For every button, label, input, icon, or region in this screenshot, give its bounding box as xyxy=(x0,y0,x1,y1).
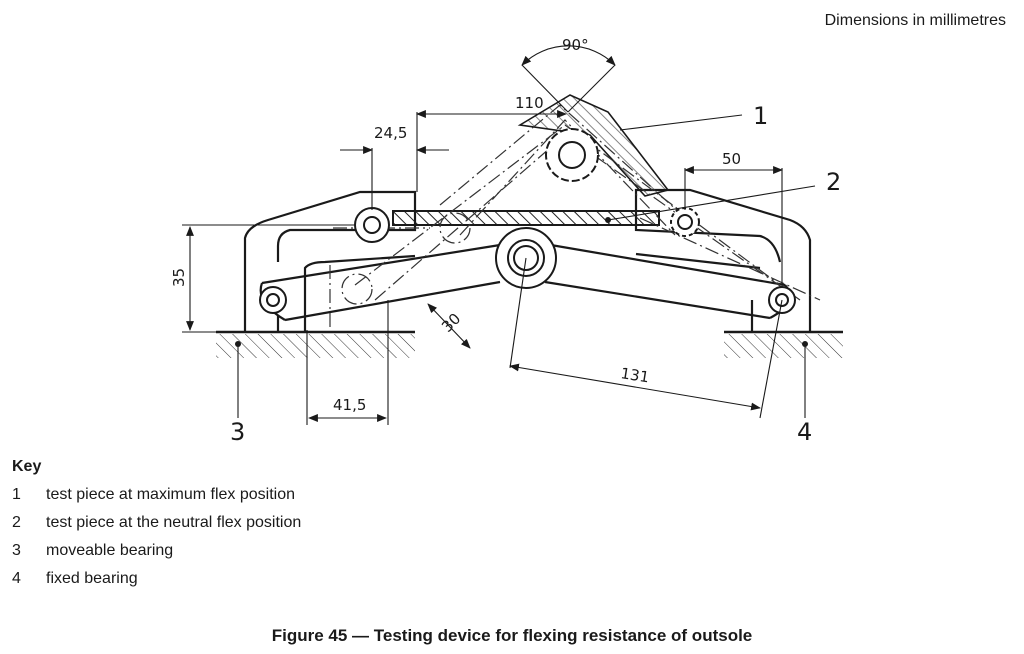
dim-110-label: 110 xyxy=(515,94,544,112)
dimension-lines xyxy=(182,45,816,425)
key-item-text: moveable bearing xyxy=(46,542,174,559)
callout-2: 2 xyxy=(826,168,841,196)
callout-4: 4 xyxy=(797,418,812,446)
left-lever xyxy=(259,243,501,322)
dim-24-5-label: 24,5 xyxy=(374,124,407,142)
dim-30-label: 30 xyxy=(438,310,464,336)
testing-device-drawing: 90° 110 24,5 50 35 30 131 41,5 1 2 3 4 xyxy=(170,36,843,446)
key-item: 2 test piece at the neutral flex position xyxy=(12,513,301,541)
dim-50-label: 50 xyxy=(722,150,741,168)
key-item-text: test piece at maximum flex position xyxy=(46,486,295,503)
units-note: Dimensions in millimetres xyxy=(824,12,1006,29)
key-item-number: 4 xyxy=(12,570,21,587)
key-item: 4 fixed bearing xyxy=(12,569,301,597)
key-item-number: 1 xyxy=(12,486,21,503)
key-item-number: 3 xyxy=(12,542,21,559)
right-lever xyxy=(544,242,792,320)
key-item: 3 moveable bearing xyxy=(12,541,301,569)
callout-3: 3 xyxy=(230,418,245,446)
callout-1: 1 xyxy=(753,102,768,130)
dim-35-label: 35 xyxy=(170,268,188,287)
key-item-text: fixed bearing xyxy=(46,570,138,587)
key-item-text: test piece at the neutral flex position xyxy=(46,514,302,531)
dim-131-label: 131 xyxy=(619,364,650,386)
angle-label: 90° xyxy=(562,36,589,54)
dim-41-5-label: 41,5 xyxy=(333,396,366,414)
key-item-number: 2 xyxy=(12,514,21,531)
ground-right xyxy=(724,330,843,358)
key-list: 1 test piece at maximum flex position 2 te… xyxy=(12,485,301,597)
key-title: Key xyxy=(12,458,42,475)
bearings xyxy=(259,128,796,314)
figure-caption: Figure 45 — Testing device for flexing r… xyxy=(271,626,753,645)
left-frame xyxy=(243,190,417,332)
key-item: 1 test piece at maximum flex position xyxy=(12,485,301,513)
ground-left xyxy=(216,330,415,358)
test-piece-max-flex xyxy=(517,94,670,197)
